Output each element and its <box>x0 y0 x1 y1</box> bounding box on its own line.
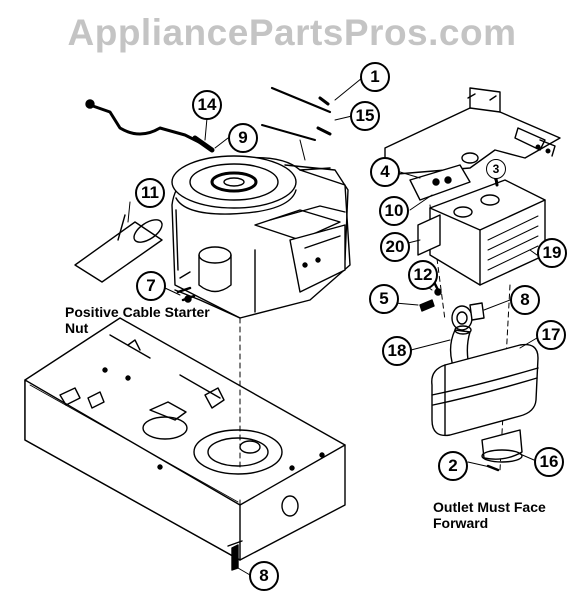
mounting-bracket <box>384 87 561 176</box>
air-tube <box>74 214 163 283</box>
control-rod <box>85 99 215 153</box>
callout-8-frame: 8 <box>249 561 279 591</box>
callout-15: 15 <box>350 101 380 131</box>
callout-19: 19 <box>537 238 567 268</box>
callout-11: 11 <box>135 178 165 208</box>
callout-17: 17 <box>536 320 566 350</box>
callout-8-gasket: 8 <box>510 285 540 315</box>
callout-2: 2 <box>438 451 468 481</box>
note-cable-line2: Nut <box>65 320 89 336</box>
callout-7: 7 <box>136 271 166 301</box>
callout-14: 14 <box>192 90 222 120</box>
callout-16: 16 <box>534 447 564 477</box>
watermark: AppliancePartsPros.com <box>67 12 517 53</box>
exhaust-gasket <box>451 302 485 331</box>
callout-20: 20 <box>380 232 410 262</box>
chassis-frame <box>24 317 346 561</box>
heat-shield <box>409 164 546 286</box>
muffler <box>431 343 539 437</box>
note-outlet: Outlet Must Face Forward <box>433 499 546 531</box>
engine <box>171 155 351 319</box>
note-outlet-line1: Outlet Must Face <box>433 499 546 515</box>
outlet-deflector <box>481 429 523 472</box>
muffler-bolts <box>419 278 442 312</box>
control-cables <box>261 86 332 161</box>
callout-18: 18 <box>382 336 412 366</box>
callout-4: 4 <box>370 157 400 187</box>
callout-1: 1 <box>360 62 390 92</box>
callout-9: 9 <box>228 123 258 153</box>
note-cable-line1: Positive Cable Starter <box>65 304 210 320</box>
note-outlet-line2: Forward <box>433 515 489 531</box>
callout-3: 3 <box>486 159 506 179</box>
callout-10: 10 <box>379 196 409 226</box>
callout-5: 5 <box>369 284 399 314</box>
callout-12: 12 <box>408 260 438 290</box>
note-cable: Positive Cable Starter Nut <box>65 304 210 336</box>
